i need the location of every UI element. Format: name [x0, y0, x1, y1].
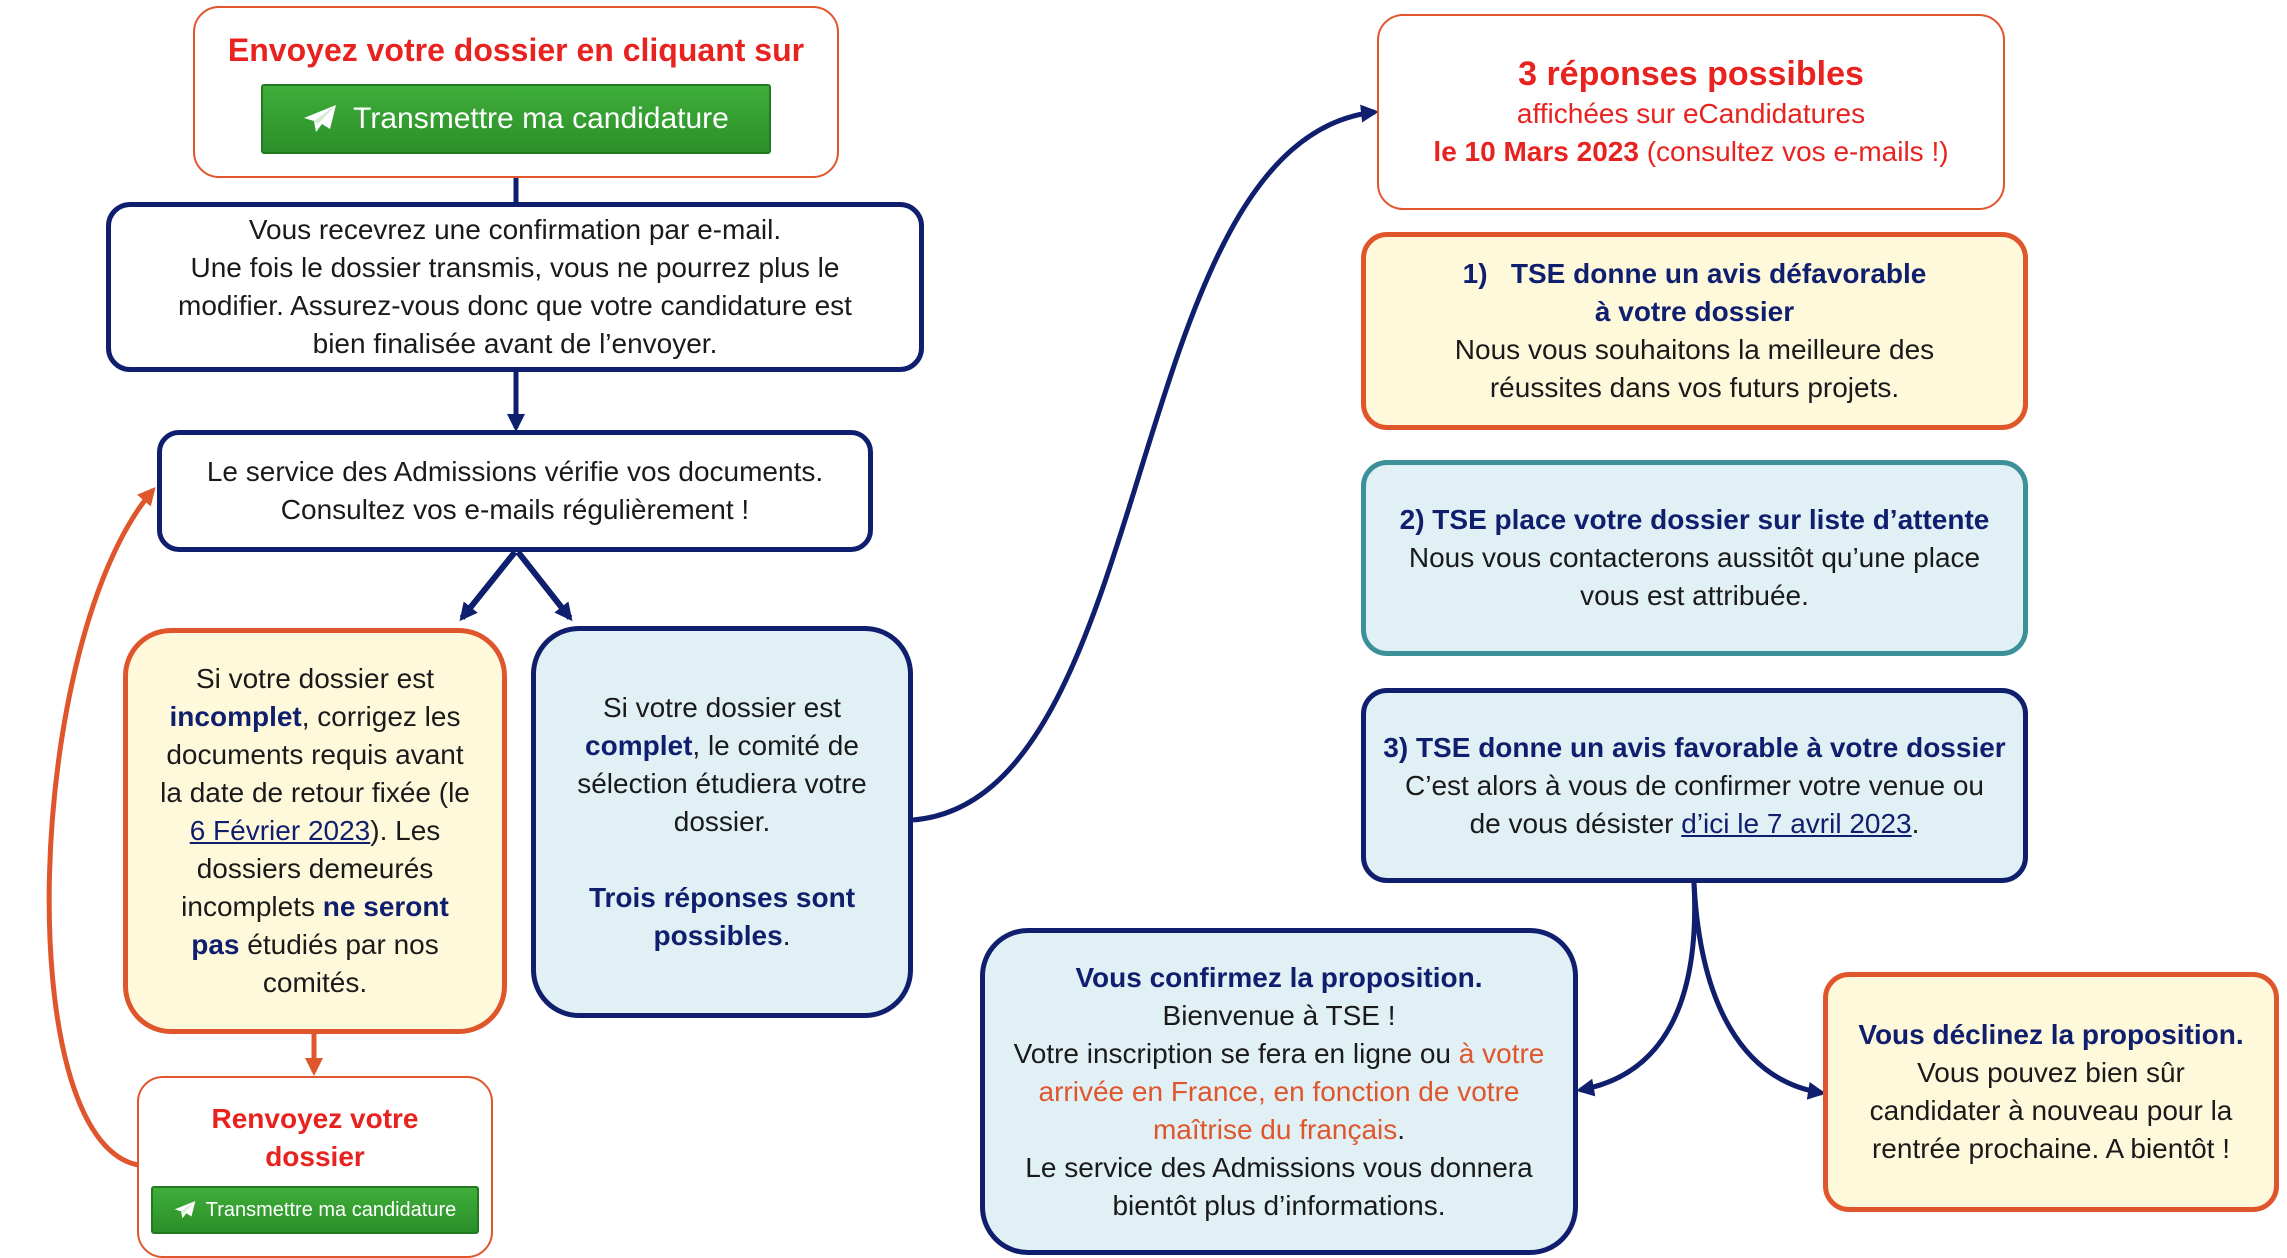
paper-plane-icon	[304, 105, 337, 132]
complete-keyword: complet	[585, 730, 693, 761]
answer-3-line-1: C’est alors à vous de confirmer votre ve…	[1405, 769, 1984, 801]
decline-title: Vous déclinez la proposition.	[1858, 1019, 2244, 1050]
incomplete-warning: ne seront pas	[191, 891, 449, 960]
answers-line-3: le 10 Mars 2023 (consultez vos e-mails !…	[1433, 136, 1949, 167]
transmit-button-label: Transmettre ma candidature	[353, 102, 729, 135]
arrow-resend-loop	[46, 486, 156, 1168]
accept-line-2: Votre inscription se fera en ligne ou à …	[1013, 1037, 1545, 1145]
answer-2-line-2: vous est attribuée.	[1580, 580, 1809, 611]
resend-button-label: Transmettre ma candidature	[205, 1199, 457, 1221]
answer-3-deadline-link[interactable]: d’ici le 7 avril 2023	[1681, 807, 1912, 839]
admissions-line-1: Le service des Admissions vérifie vos do…	[206, 456, 824, 487]
answer-1-box: 1) TSE donne un avis défavorable à votre…	[1361, 232, 2028, 430]
resend-title: Renvoyez votre dossier	[211, 1103, 419, 1172]
arrow-to-incomplete	[459, 550, 518, 622]
transmit-button[interactable]: Transmettre ma candidature	[261, 84, 771, 154]
answer-1-title-2: à votre dossier	[1594, 296, 1795, 327]
complete-text: Si votre dossier est complet, le comité …	[577, 692, 867, 837]
answer-1-line-2: réussites dans vos futurs projets.	[1489, 372, 1900, 403]
confirmation-line-2: Une fois le dossier transmis, vous ne po…	[190, 252, 840, 283]
confirmation-box: Vous recevrez une confirmation par e-mai…	[106, 202, 924, 372]
accept-box: Vous confirmez la proposition. Bienvenue…	[980, 928, 1578, 1255]
paper-plane-icon	[174, 1200, 196, 1219]
answers-date: le 10 Mars 2023	[1433, 136, 1639, 167]
answer-2-title: 2) TSE place votre dossier sur liste d’a…	[1399, 504, 1990, 535]
admissions-line-2: Consultez vos e-mails régulièrement !	[280, 494, 750, 525]
answers-header-box: 3 réponses possibles affichées sur eCand…	[1377, 14, 2005, 210]
decline-box: Vous déclinez la proposition. Vous pouve…	[1823, 972, 2279, 1212]
answer-3-box: 3) TSE donne un avis favorable à votre d…	[1361, 688, 2028, 883]
arrow-complete-to-answers	[912, 104, 1379, 823]
send-title: Envoyez votre dossier en cliquant sur	[227, 32, 805, 68]
resend-transmit-button[interactable]: Transmettre ma candidature	[151, 1186, 479, 1234]
incomplete-deadline-link[interactable]: 6 Février 2023	[189, 815, 371, 846]
answer-1-title: 1) TSE donne un avis défavorable	[1462, 258, 1927, 289]
answer-1-line-1: Nous vous souhaitons la meilleure des	[1454, 334, 1935, 365]
answers-line-2: affichées sur eCandidatures	[1516, 98, 1866, 129]
admissions-check-box: Le service des Admissions vérifie vos do…	[157, 430, 873, 552]
confirmation-line-4: bien finalisée avant de l’envoyer.	[312, 328, 718, 359]
answer-2-box: 2) TSE place votre dossier sur liste d’a…	[1361, 460, 2028, 656]
answer-3-title: 3) TSE donne un avis favorable à votre d…	[1383, 731, 2006, 763]
accept-line-3: Le service des Admissions vous donnera b…	[1025, 1151, 1533, 1221]
incomplete-keyword: incomplet	[169, 701, 302, 732]
incomplete-box: Si votre dossier est incomplet, corrigez…	[123, 628, 507, 1034]
arrow-to-decline	[1691, 882, 1826, 1100]
accept-language-note: à votre arrivée en France, en fonction d…	[1038, 1037, 1545, 1145]
complete-box: Si votre dossier est complet, le comité …	[531, 626, 913, 1018]
send-box: Envoyez votre dossier en cliquant sur Tr…	[193, 6, 839, 178]
answers-title: 3 réponses possibles	[1518, 55, 1864, 93]
answer-3-line-2: de vous désister d’ici le 7 avril 2023.	[1469, 807, 1920, 839]
answer-2-line-1: Nous vous contacterons aussitôt qu’une p…	[1408, 542, 1981, 573]
accept-title: Vous confirmez la proposition.	[1075, 961, 1483, 993]
accept-line-1: Bienvenue à TSE !	[1162, 999, 1396, 1031]
arrow-to-accept	[1576, 882, 1698, 1097]
confirmation-line-1: Vous recevrez une confirmation par e-mai…	[248, 214, 782, 245]
confirmation-line-3: modifier. Assurez-vous donc que votre ca…	[178, 290, 852, 321]
arrow-to-complete	[515, 550, 573, 622]
decline-line-1: Vous pouvez bien sûr candidater à nouvea…	[1869, 1057, 2233, 1164]
resend-box: Renvoyez votre dossier Transmettre ma ca…	[137, 1076, 493, 1258]
incomplete-text: Si votre dossier est incomplet, corrigez…	[160, 663, 470, 998]
complete-answers-note: Trois réponses sont possibles.	[588, 882, 856, 951]
